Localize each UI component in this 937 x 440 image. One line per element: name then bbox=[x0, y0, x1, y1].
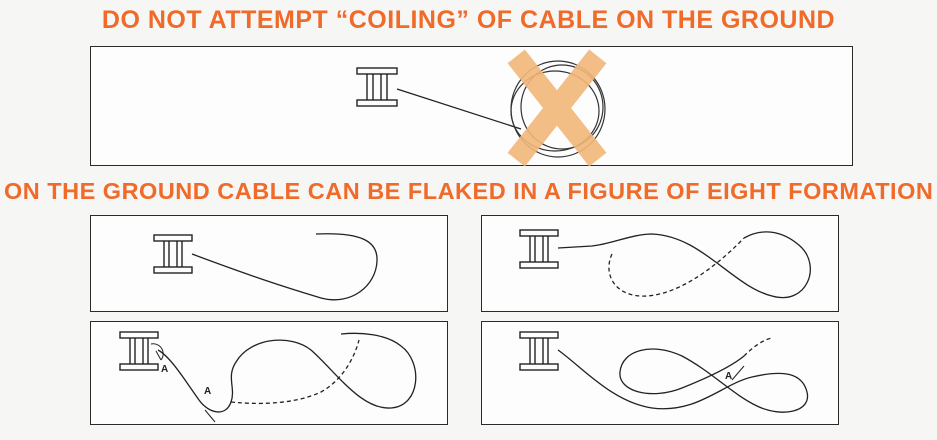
panel-flake-step-1 bbox=[90, 215, 448, 312]
bend-radius-marker bbox=[731, 365, 745, 381]
panel-flake-step-3: A A bbox=[90, 321, 448, 425]
bend-label: A bbox=[204, 386, 211, 397]
cable-drum-icon bbox=[519, 229, 559, 269]
cable-drum-icon bbox=[153, 234, 193, 274]
cable-line bbox=[557, 231, 811, 299]
bend-radius-marker bbox=[150, 343, 216, 423]
cable-drum-icon bbox=[519, 331, 559, 371]
cable-line-dashed bbox=[743, 337, 773, 357]
panel-flake-step-4: A bbox=[481, 321, 839, 425]
cable-drum-icon bbox=[119, 331, 159, 371]
cable-line bbox=[157, 332, 417, 413]
cable-line bbox=[557, 348, 809, 413]
bend-label: A bbox=[161, 364, 168, 375]
cable-drum-icon bbox=[356, 67, 398, 107]
warning-heading: DO NOT ATTEMPT “COILING” OF CABLE ON THE… bbox=[101, 6, 836, 34]
cable-line-dashed bbox=[608, 237, 745, 297]
cable-line-dashed bbox=[230, 339, 360, 405]
cable-line bbox=[191, 233, 378, 301]
instruction-heading: ON THE GROUND CABLE CAN BE FLAKED IN A F… bbox=[4, 178, 934, 204]
coil-rings bbox=[510, 60, 606, 158]
cable-line bbox=[396, 88, 522, 130]
prohibited-cross-icon bbox=[507, 49, 607, 167]
bend-label: A bbox=[725, 371, 732, 382]
panel-flake-step-2 bbox=[481, 215, 839, 312]
panel-coiling-prohibited bbox=[90, 46, 853, 167]
